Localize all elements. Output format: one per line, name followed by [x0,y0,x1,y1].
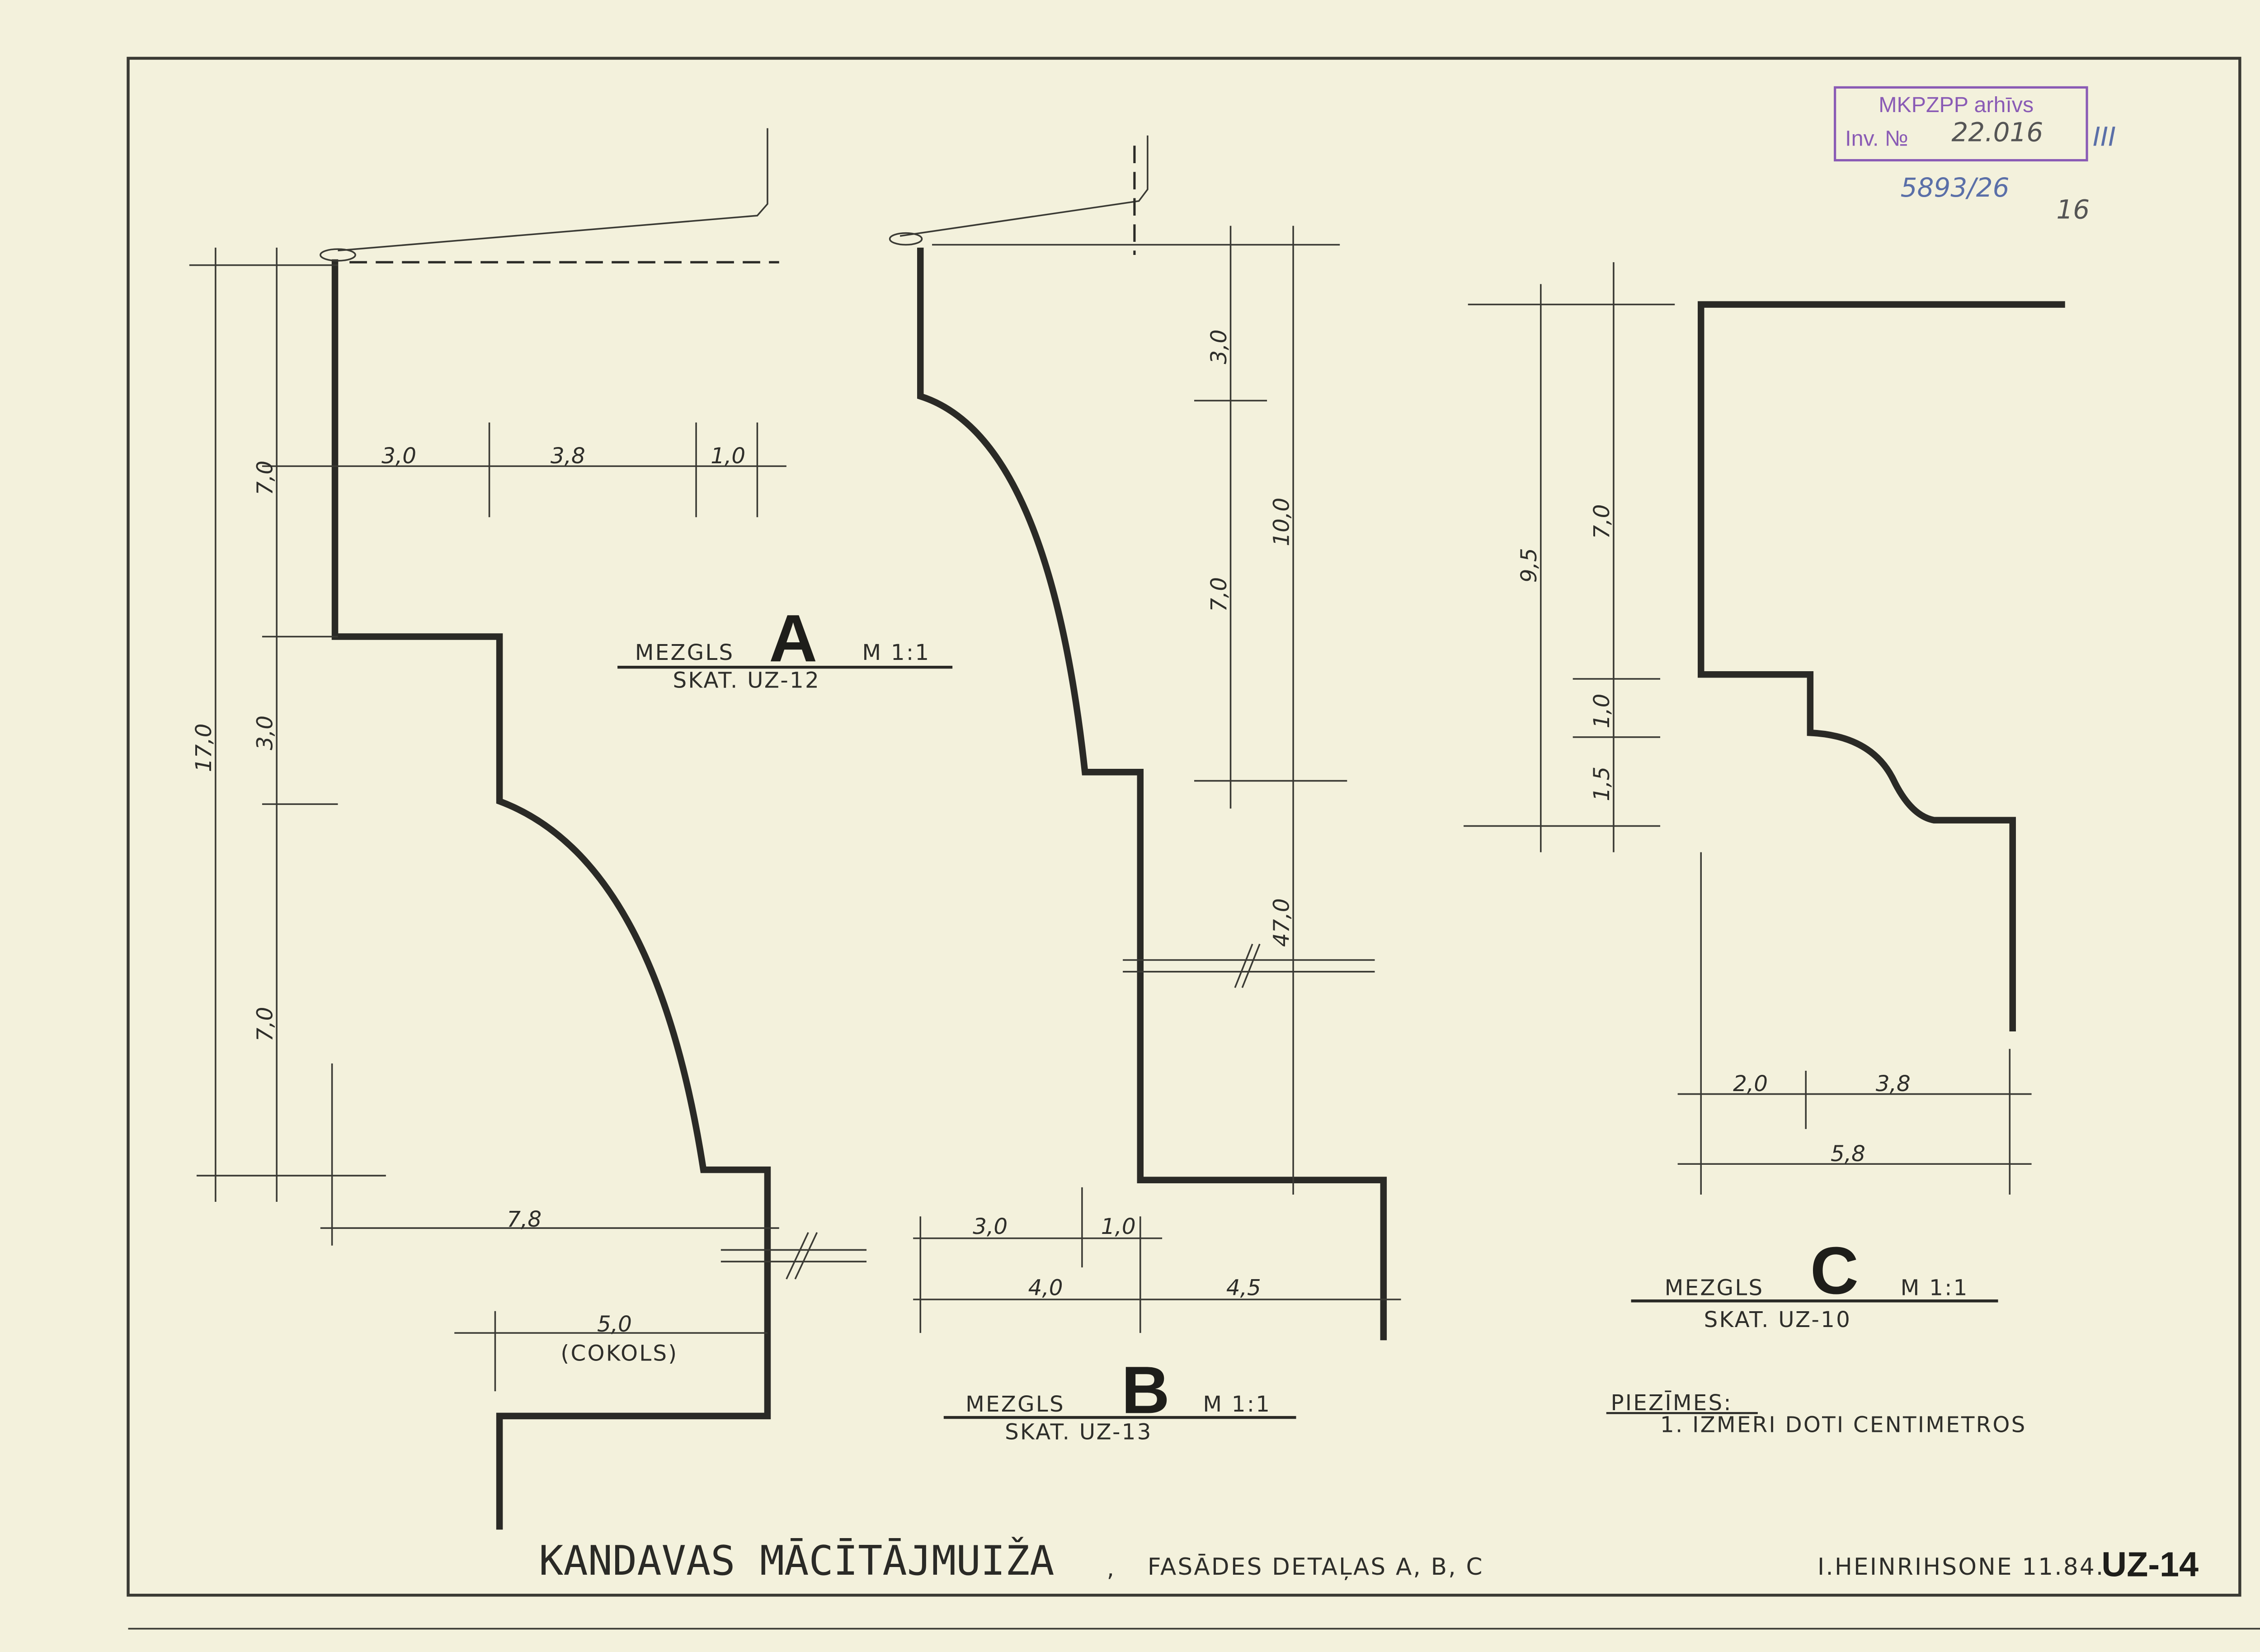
detail-b-ref: SKAT. UZ-13 [1005,1419,1152,1445]
sheet-number: UZ-14 [2101,1545,2199,1584]
dim-b-w4: 4,5 [1226,1275,1261,1300]
dimension-lines-b [913,226,1401,1333]
dim-a-plinth-note: (COKOLS) [560,1341,678,1366]
sheet-mark: 16 [2056,194,2090,225]
dim-c-h1: 7,0 [1589,504,1615,539]
dimension-lines-c [1464,262,2032,1195]
detail-c-ref: SKAT. UZ-10 [1704,1307,1851,1332]
drawing-subtitle: FASĀDES DETAĻAS A, B, C [1148,1553,1484,1581]
cornice-a [338,128,768,252]
profile-a [331,259,771,1530]
dim-a-w2: 3,8 [551,443,585,469]
dim-a-h-total: 17,0 [191,724,217,772]
dim-b-h3: 10,0 [1269,498,1294,546]
dim-b-w2: 1,0 [1101,1214,1136,1239]
dim-c-h-total: 9,5 [1516,548,1542,583]
dim-b-h4: 47,0 [1269,898,1294,947]
dim-c-h3: 1,5 [1589,767,1615,801]
profile-b [917,247,1387,1341]
detail-b-prefix: MEZGLS [965,1392,1065,1417]
dim-a-h-bot: 7,0 [253,1007,278,1042]
dim-c-w-total: 5,8 [1831,1141,1865,1167]
dim-c-w2: 3,8 [1876,1071,1911,1097]
title-block: KANDAVAS MĀCĪTĀJMUIŽA , FASĀDES DETAĻAS … [539,1536,2199,1585]
detail-c-letter: C [1810,1233,1859,1308]
project-title: KANDAVAS MĀCĪTĀJMUIŽA [539,1536,1054,1585]
detail-b-scale: M 1:1 [1203,1392,1271,1417]
detail-a-ref: SKAT. UZ-12 [673,668,820,693]
notes: PIEZĪMES: 1. IZMĒRI DOTI CENTIMETROS [1606,1390,2027,1437]
drip-b [889,232,923,246]
profile-c [1697,301,2065,1031]
dim-c-h2: 1,0 [1589,694,1615,729]
stamp-border [1834,86,2088,162]
detail-a: 3,0 3,8 1,0 7,0 3,0 7,0 17,0 7,8 5,0 (CO… [189,128,953,1530]
detail-a-letter: A [769,601,817,676]
notes-heading: PIEZĪMES: [1610,1390,1732,1416]
dim-a-w3: 1,0 [711,443,745,469]
archive-reference: 5893/26 [1901,172,2010,203]
dim-a-base: 7,8 [507,1207,541,1232]
detail-c-prefix: MEZGLS [1665,1275,1764,1300]
dim-b-w3: 4,0 [1028,1275,1063,1300]
detail-c-scale: M 1:1 [1901,1275,1969,1300]
author-date: I.HEINRIHSONE 11.84. [1817,1553,2105,1581]
detail-a-prefix: MEZGLS [635,640,734,665]
dim-b-w1: 3,0 [973,1214,1008,1239]
dim-a-w1: 3,0 [381,443,416,469]
archive-stamp: MKPZPP arhīvs Inv. № 22.016 III 5893/26 … [1834,86,2116,225]
detail-b-letter: B [1121,1353,1170,1427]
dim-c-w1: 2,0 [1733,1071,1768,1097]
dim-a-plinth: 5,0 [597,1312,632,1337]
dim-a-h-top: 7,0 [253,461,278,495]
drip-a [320,248,356,262]
title-separator: , [1107,1555,1116,1582]
stamp-archive-name: MKPZPP arhīvs [1879,93,2034,117]
note-item: 1. IZMĒRI DOTI CENTIMETROS [1660,1412,2027,1437]
detail-b: 3,0 7,0 10,0 47,0 3,0 1,0 4,0 4,5 MEZGLS… [889,135,1401,1445]
drawing-frame [127,56,2241,1597]
dim-b-h2: 7,0 [1206,577,1232,612]
cornice-b [899,135,1149,237]
dim-a-h-mid: 3,0 [253,715,278,750]
dim-b-h1: 3,0 [1206,329,1232,364]
detail-a-scale: M 1:1 [862,640,930,665]
dimension-lines-a [189,247,867,1392]
stamp-side-mark: III [2093,121,2116,152]
stamp-inv-label: Inv. № [1845,126,1908,151]
stamp-inv-number: 22.016 [1951,117,2043,148]
detail-c: 9,5 7,0 1,0 1,5 2,0 3,8 5,8 MEZGLS C M 1… [1464,262,2065,1332]
